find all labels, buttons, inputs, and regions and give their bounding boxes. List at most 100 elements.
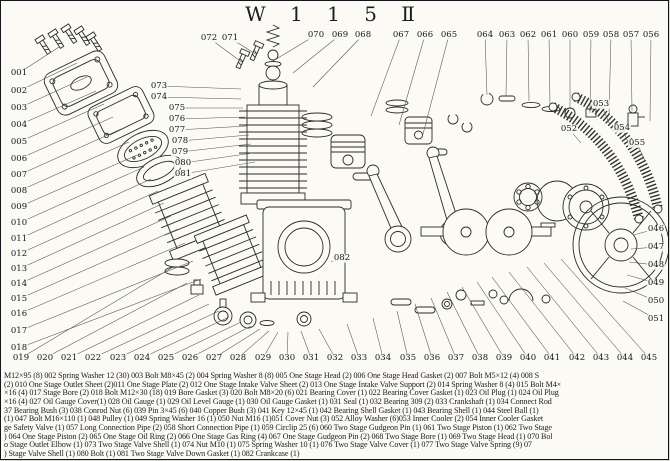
part-number-042: 042 — [567, 352, 587, 363]
part-number-076: 076 — [167, 113, 187, 124]
part-number-018: 018 — [9, 342, 29, 353]
parts-list-line: 37 Bearing Bush (3) 038 Conrod Nut (6) 0… — [4, 406, 539, 415]
part-number-021: 021 — [59, 352, 79, 363]
part-number-077: 077 — [167, 124, 187, 135]
parts-list-line: o Stage Outlet Elbow (1) 073 Two Stage V… — [4, 441, 532, 450]
part-number-004: 004 — [9, 119, 29, 130]
part-number-072: 072 — [199, 32, 219, 43]
part-number-052: 052 — [559, 123, 579, 134]
parts-list-line: M12×95 (8) 002 Spring Washer 12 (30) 003… — [4, 372, 539, 380]
part-number-010: 010 — [9, 217, 29, 228]
bearing — [513, 182, 543, 212]
exploded-view-drawing — [18, 23, 668, 359]
part-number-049: 049 — [646, 277, 666, 288]
part-number-047: 047 — [646, 241, 666, 252]
part-number-080: 080 — [173, 157, 193, 168]
part-number-065: 065 — [439, 29, 459, 40]
part-number-002: 002 — [9, 85, 29, 96]
piston-rings — [385, 99, 409, 114]
part-number-023: 023 — [108, 352, 128, 363]
part-number-068: 068 — [353, 29, 373, 40]
two-stage-piston — [404, 116, 433, 145]
part-number-005: 005 — [9, 136, 29, 147]
parts-list-line: (1) 047 Bolt M16×110 (1) 048 Pulley (1) … — [4, 415, 544, 424]
part-number-056: 056 — [641, 29, 661, 40]
part-number-032: 032 — [325, 352, 345, 363]
part-number-025: 025 — [156, 352, 176, 363]
part-number-044: 044 — [615, 352, 635, 363]
part-number-022: 022 — [83, 352, 103, 363]
part-number-038: 038 — [470, 352, 490, 363]
part-number-064: 064 — [475, 29, 495, 40]
part-number-015: 015 — [9, 293, 29, 304]
small-bottom-parts — [164, 258, 551, 329]
part-number-048: 048 — [646, 259, 666, 270]
part-number-081: 081 — [173, 168, 193, 179]
part-number-019: 019 — [11, 352, 31, 363]
part-number-053: 053 — [591, 98, 611, 109]
part-number-028: 028 — [228, 352, 248, 363]
part-number-008: 008 — [9, 185, 29, 196]
part-number-014: 014 — [9, 278, 29, 289]
part-number-031: 031 — [301, 352, 321, 363]
part-number-040: 040 — [518, 352, 538, 363]
one-stage-head — [87, 86, 155, 144]
part-number-037: 037 — [446, 352, 466, 363]
part-number-011: 011 — [9, 233, 29, 244]
parts-list: M12×95 (8) 002 Spring Washer 12 (30) 003… — [4, 372, 666, 458]
part-number-007: 007 — [9, 169, 29, 180]
part-number-016: 016 — [9, 308, 29, 319]
parts-list-line: ×16 (4) 027 Oil Gauge Cover(1) 028 Oil G… — [4, 397, 552, 406]
part-number-027: 027 — [204, 352, 224, 363]
part-number-026: 026 — [180, 352, 200, 363]
inner-cooler — [548, 102, 644, 224]
two-stage-bore — [239, 80, 307, 205]
part-number-017: 017 — [9, 325, 29, 336]
small-valve-parts — [480, 92, 645, 127]
crankshaft — [420, 208, 556, 256]
part-number-043: 043 — [591, 352, 611, 363]
piston-rings — [301, 112, 333, 138]
part-number-003: 003 — [9, 102, 29, 113]
part-number-006: 006 — [9, 153, 29, 164]
crankcase — [250, 199, 358, 303]
part-number-001: 001 — [9, 67, 29, 78]
two-stage-valve-stack — [264, 24, 282, 81]
part-number-061: 061 — [539, 29, 559, 40]
part-number-034: 034 — [373, 352, 393, 363]
part-number-046: 046 — [646, 223, 666, 234]
part-number-051: 051 — [646, 313, 666, 324]
parts-list-line: ge Safety Valve (1) 057 Long Connection … — [4, 423, 552, 432]
parts-list-line: ) Stage Valve Shell (1) 080 Bolt (1) 081… — [4, 449, 300, 458]
part-number-067: 067 — [391, 29, 411, 40]
parts-list-line: (2) 010 One Stage Outlet Sheet (2)011 On… — [4, 380, 562, 389]
part-number-058: 058 — [601, 29, 621, 40]
part-number-082: 082 — [332, 252, 352, 263]
part-number-020: 020 — [35, 352, 55, 363]
part-number-030: 030 — [277, 352, 297, 363]
part-number-039: 039 — [494, 352, 514, 363]
parts-list-line: ×16 (4) 017 Stage Bore (2) 018 Bolt M12×… — [4, 389, 559, 398]
part-number-012: 012 — [9, 248, 29, 259]
part-number-063: 063 — [497, 29, 517, 40]
one-stage-head — [43, 50, 119, 116]
circlip — [447, 113, 459, 125]
part-number-074: 074 — [149, 91, 169, 102]
part-number-066: 066 — [415, 29, 435, 40]
part-number-033: 033 — [349, 352, 369, 363]
part-number-070: 070 — [306, 29, 326, 40]
one-stage-piston — [330, 134, 366, 169]
part-number-029: 029 — [253, 352, 273, 363]
part-number-078: 078 — [170, 135, 190, 146]
connecting-rod — [366, 164, 412, 253]
part-number-075: 075 — [167, 102, 187, 113]
part-number-054: 054 — [612, 122, 632, 133]
part-number-009: 009 — [9, 201, 29, 212]
part-number-035: 035 — [398, 352, 418, 363]
part-number-069: 069 — [330, 29, 350, 40]
part-number-079: 079 — [170, 146, 190, 157]
parts-list-line: ) 064 One Stage Piston (2) 065 One Stage… — [4, 432, 553, 441]
part-number-013: 013 — [9, 263, 29, 274]
part-number-055: 055 — [627, 137, 647, 148]
